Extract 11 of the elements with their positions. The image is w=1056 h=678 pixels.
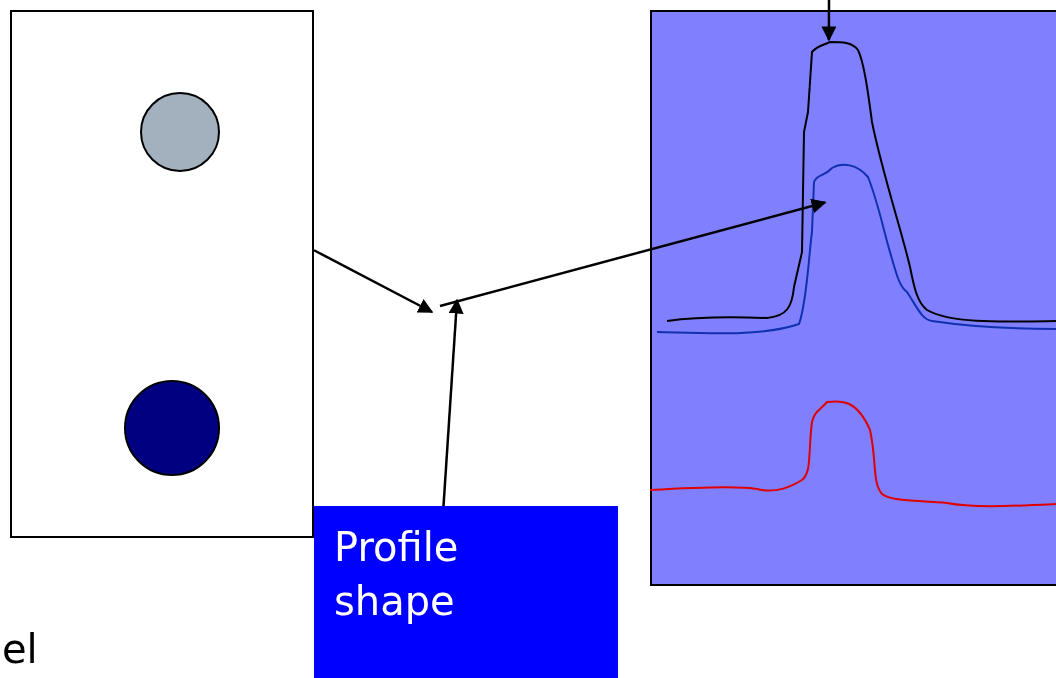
label-text: el [2,625,38,674]
profile-curve [648,398,1056,510]
arrow [821,0,837,42]
label-box [314,506,618,678]
image-frame [10,10,314,538]
arrow [442,298,464,507]
plot-panel [650,10,1056,586]
arrow [313,249,434,314]
label-text: Profile shape [334,523,460,626]
profile-curve [665,40,1056,324]
arrow [439,198,827,308]
